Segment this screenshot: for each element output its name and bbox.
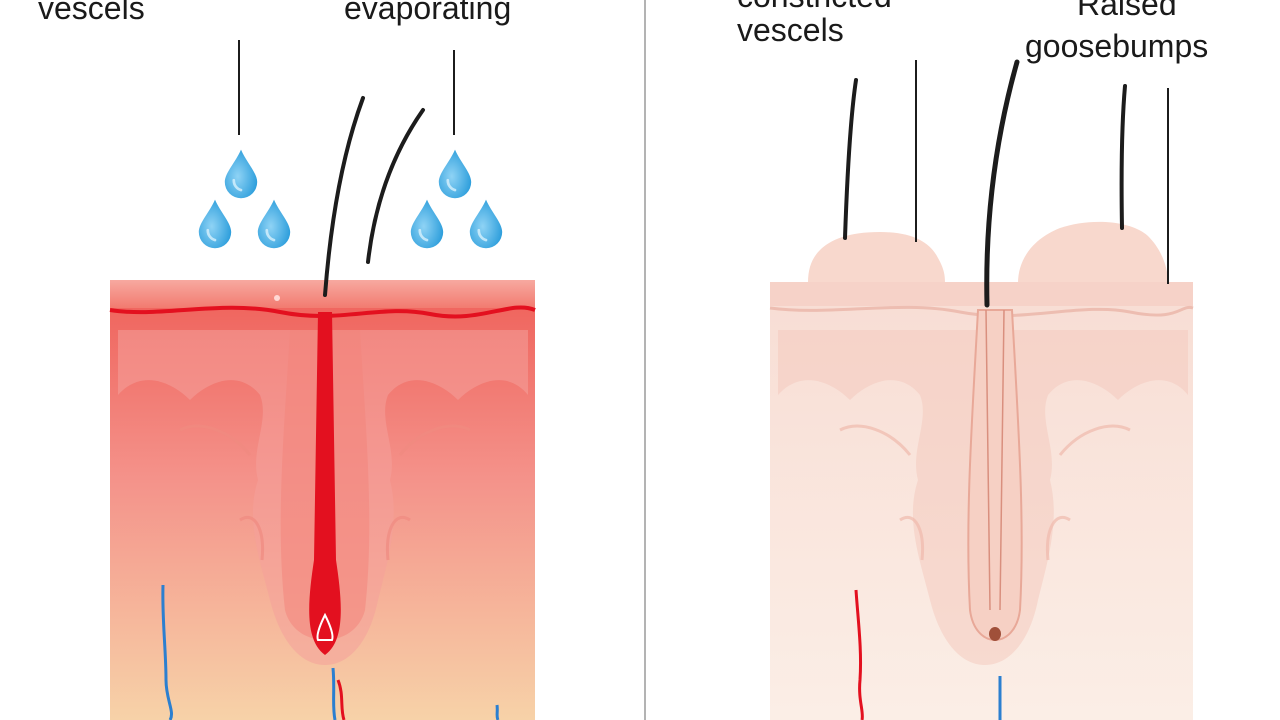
- hot-vein-left: [161, 584, 173, 720]
- cold-epidermis-line: [769, 305, 1194, 318]
- water-drop-icon: [197, 198, 233, 249]
- goosebump-left: [808, 232, 945, 283]
- sweat-drops-right: [409, 148, 504, 249]
- hot-vein-right: [495, 704, 500, 720]
- label-constricted-line1: constricted: [737, 0, 892, 14]
- goosebump-right: [1018, 221, 1168, 283]
- cold-hair-3: [1119, 84, 1127, 230]
- hot-vein-mid: [331, 667, 337, 720]
- cold-hair-follicle: [967, 309, 1023, 641]
- hot-hair-1: [323, 96, 365, 297]
- cold-artery: [854, 589, 864, 720]
- cold-hair-1: [843, 78, 858, 240]
- label-raised-line1: Raised: [1077, 0, 1177, 22]
- water-drop-icon: [256, 198, 292, 249]
- label-vessels: vescels: [38, 0, 145, 26]
- label-constricted-line2: vescels: [737, 12, 844, 48]
- label-evaporating: evaporating: [344, 0, 512, 26]
- sweat-drops-left: [197, 148, 292, 249]
- hot-dilated-vessel: [309, 312, 341, 655]
- water-drop-icon: [437, 148, 473, 199]
- hot-hair-2: [366, 108, 425, 264]
- hot-panel: [109, 40, 536, 720]
- water-drop-icon: [223, 148, 259, 199]
- label-raised-line2: goosebumps: [1025, 28, 1209, 64]
- water-drop-icon: [468, 198, 504, 249]
- hot-epidermis-line: [109, 305, 536, 319]
- hot-artery-mid: [336, 679, 346, 720]
- water-drop-icon: [409, 198, 445, 249]
- cold-hair-center: [984, 59, 1020, 308]
- cold-panel: [769, 59, 1194, 720]
